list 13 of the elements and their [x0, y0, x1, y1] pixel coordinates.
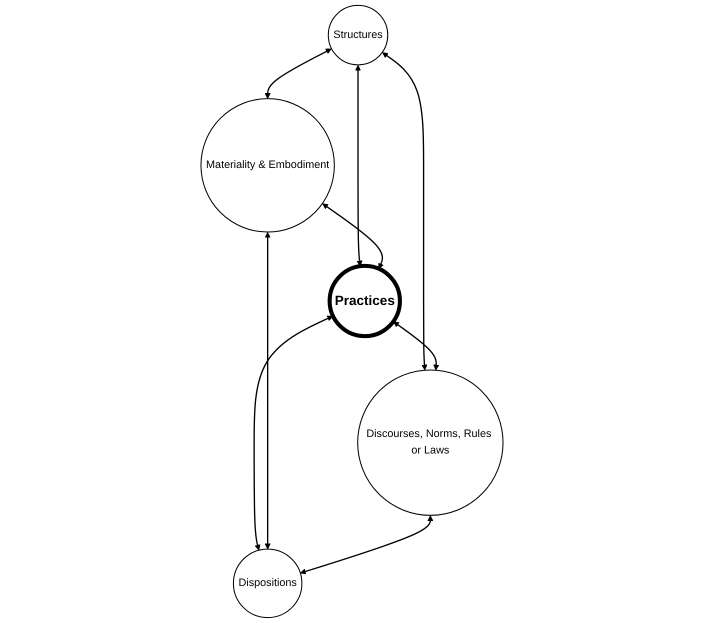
arrow	[322, 203, 384, 270]
node-circle: Dispositions	[232, 548, 302, 618]
node-circle: Structures	[328, 4, 388, 66]
arrow	[253, 316, 333, 551]
arrow	[382, 52, 428, 370]
arrow	[264, 48, 332, 99]
arrow	[393, 321, 440, 370]
node-circle: Materiality & Embodiment	[200, 98, 335, 233]
node-circle: Practices	[328, 264, 402, 338]
arrow	[300, 515, 434, 574]
arrow	[264, 232, 271, 550]
arrow	[355, 64, 362, 266]
node-circle: Discourses, Norms, Rules or Laws	[357, 369, 504, 516]
